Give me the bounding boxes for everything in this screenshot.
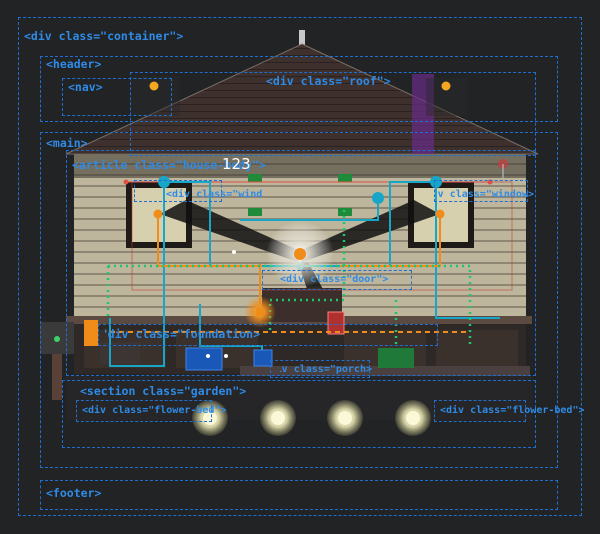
container-label: <div class="container"> bbox=[24, 30, 183, 43]
element-counter: 123 bbox=[222, 156, 251, 172]
main-label: <main> bbox=[46, 137, 88, 150]
header-label: <header> bbox=[46, 58, 101, 71]
nav-label: <nav> bbox=[68, 81, 103, 94]
window-right-label: <div class="window"> bbox=[438, 188, 534, 201]
porch-label: <div class="porch"> bbox=[280, 363, 372, 376]
footer-outline bbox=[40, 480, 558, 510]
foundation-label: <div class="foundation"> bbox=[104, 328, 260, 341]
roof-label: <div class="roof"> bbox=[266, 75, 391, 88]
door-label: <div class="door"> bbox=[280, 273, 388, 286]
garden-label: <section class="garden"> bbox=[80, 385, 246, 398]
footer-label: <footer> bbox=[46, 487, 101, 500]
window-left-label: <div class="window"> bbox=[166, 188, 262, 201]
flower-bed-right-label: <div class="flower-bed"> bbox=[440, 404, 585, 417]
flower-bed-left-label: <div class="flower-bed"> bbox=[82, 404, 227, 417]
